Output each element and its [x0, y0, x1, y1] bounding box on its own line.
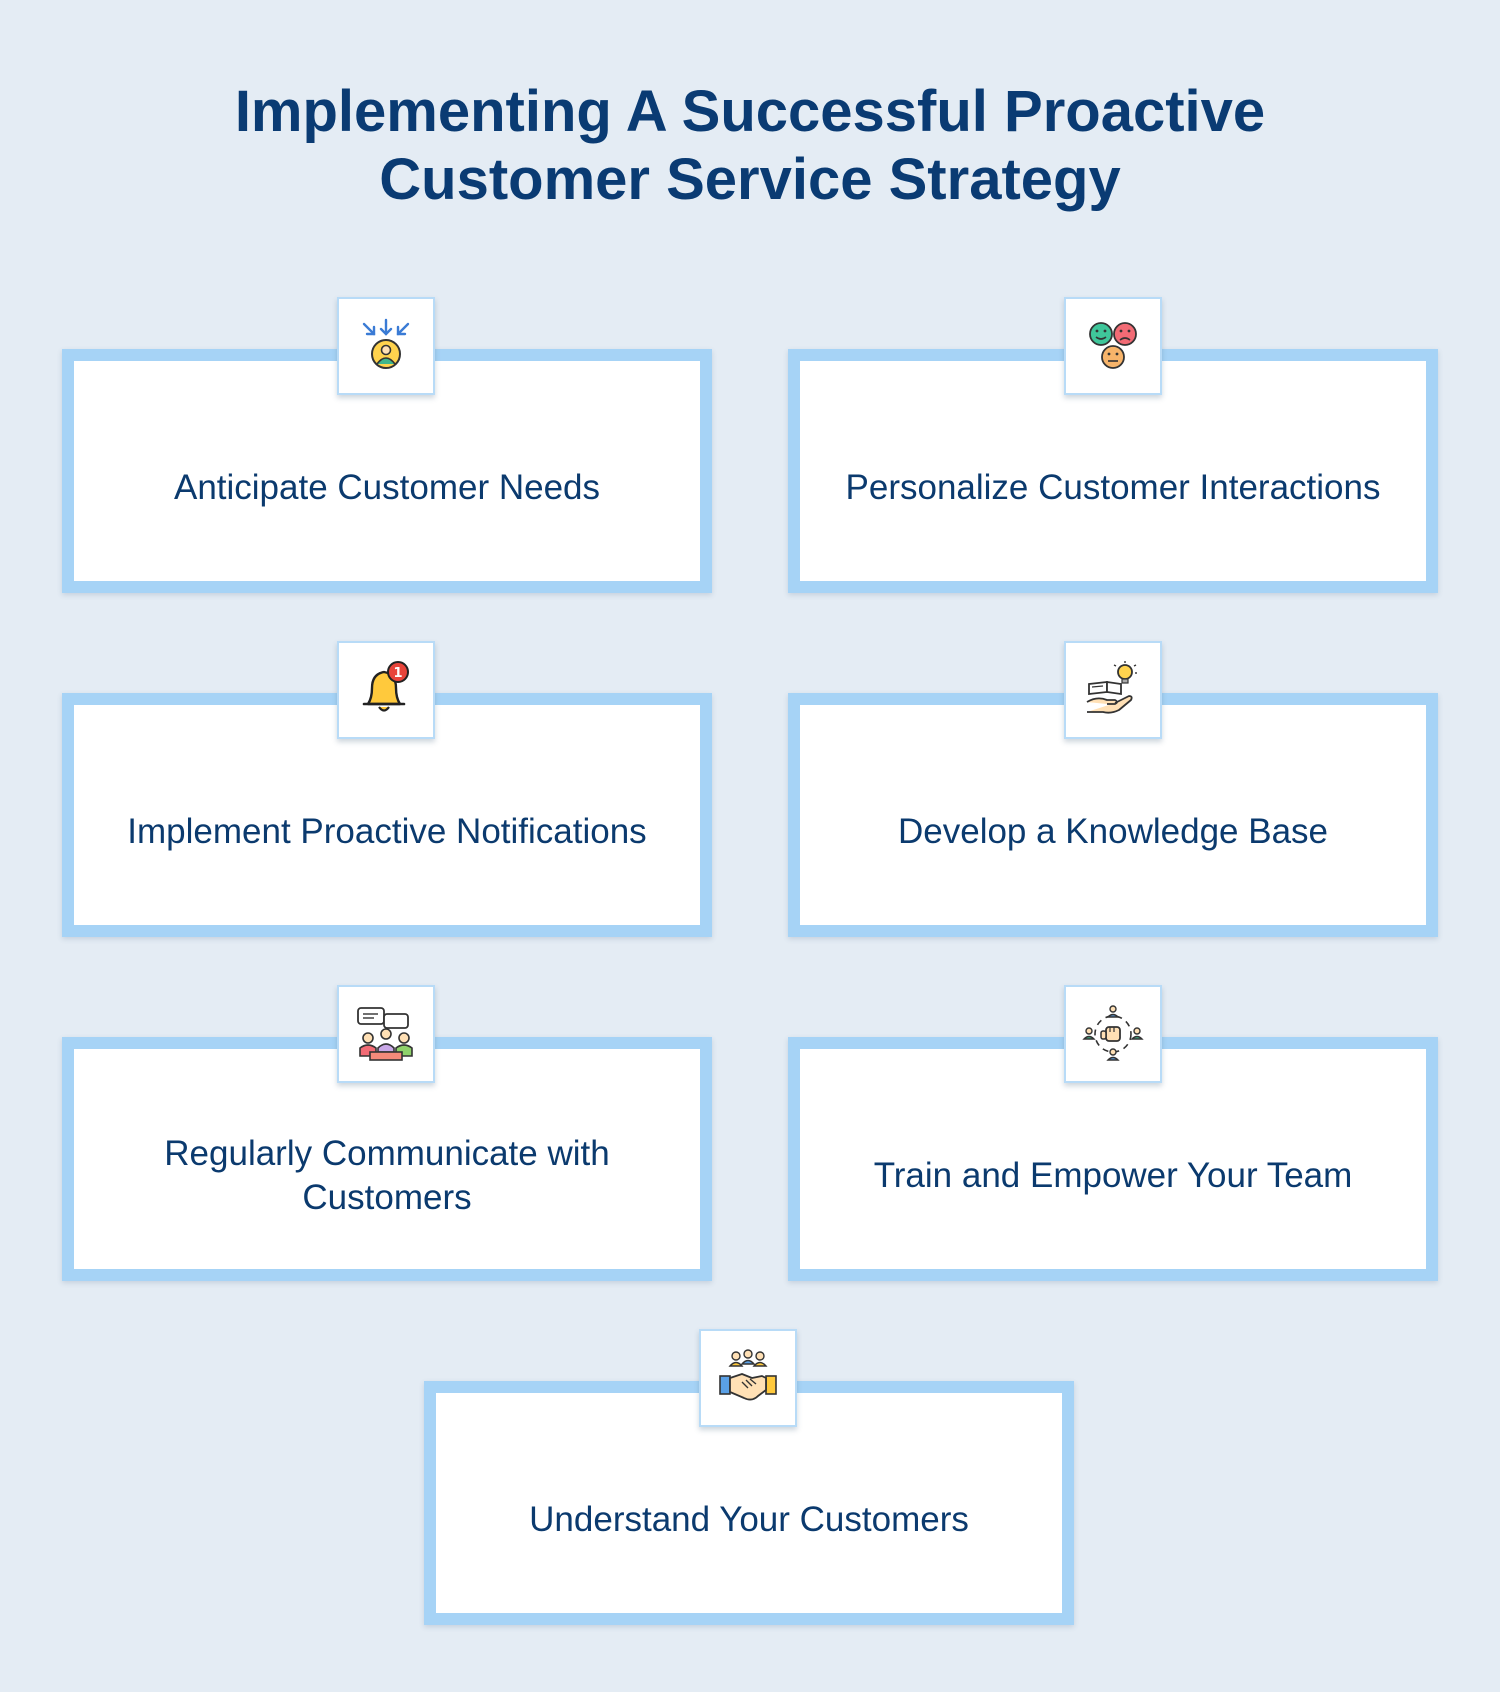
emoji-faces-icon — [1064, 297, 1162, 395]
target-customer-icon — [337, 297, 435, 395]
team-chat-icon — [337, 985, 435, 1083]
title-line-2: Customer Service Strategy — [379, 147, 1121, 212]
notification-bell-icon: 1 — [337, 641, 435, 739]
step-label: Train and Empower Your Team — [873, 1156, 1353, 1195]
handshake-group-icon — [699, 1329, 797, 1427]
team-fist-icon — [1064, 985, 1162, 1083]
step-label: Regularly Communicate with Customers — [164, 1134, 610, 1217]
step-label: Develop a Knowledge Base — [897, 812, 1328, 851]
svg-text:1: 1 — [393, 666, 402, 681]
step-label: Personalize Customer Interactions — [845, 468, 1381, 507]
step-label: Anticipate Customer Needs — [173, 468, 601, 507]
step-label: Understand Your Customers — [529, 1500, 969, 1539]
step-label: Implement Proactive Notifications — [127, 812, 647, 851]
page-title: Implementing A Successful Proactive Cust… — [0, 78, 1500, 214]
step-card-proactive-notifications: Implement Proactive Notifications — [62, 693, 712, 937]
book-lightbulb-hand-icon — [1064, 641, 1162, 739]
title-line-1: Implementing A Successful Proactive — [234, 79, 1266, 144]
